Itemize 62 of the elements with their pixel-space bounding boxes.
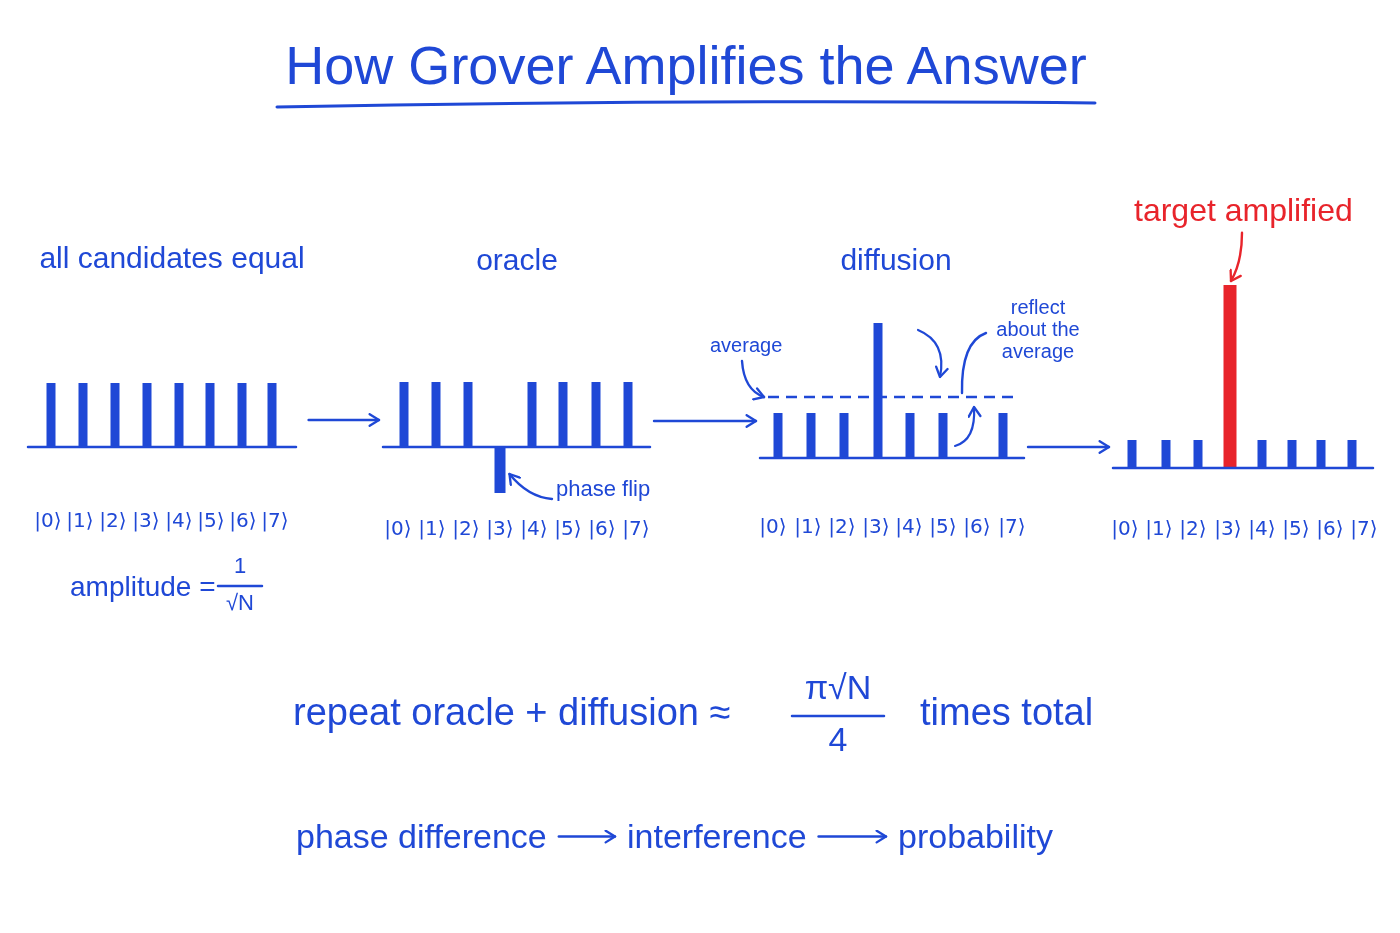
basis-state-label: |1⟩ bbox=[794, 515, 822, 538]
arrow bbox=[1229, 231, 1244, 283]
average-line bbox=[768, 395, 1015, 399]
basis-state-label: |3⟩ bbox=[132, 509, 160, 532]
basis-state-label: |7⟩ bbox=[1350, 517, 1378, 540]
basis-state-label: |2⟩ bbox=[828, 515, 856, 538]
arrow bbox=[508, 472, 554, 501]
arrow bbox=[307, 413, 381, 427]
inverted-bar bbox=[494, 447, 506, 493]
basis-state-label: |0⟩ bbox=[384, 517, 412, 540]
formula-text: repeat oracle + diffusion ≈ bbox=[293, 691, 731, 735]
title: How Grover Amplifies the Answer bbox=[285, 34, 1087, 97]
basis-state-label: |3⟩ bbox=[862, 515, 890, 538]
formula-text: times total bbox=[920, 691, 1094, 735]
leader-line bbox=[960, 331, 988, 395]
arrow bbox=[740, 359, 766, 400]
basis-state-label: |7⟩ bbox=[622, 517, 650, 540]
basis-state-label: |1⟩ bbox=[418, 517, 446, 540]
basis-state-label: |1⟩ bbox=[1145, 517, 1173, 540]
panel-heading: diffusion bbox=[840, 243, 952, 278]
basis-state-label: |6⟩ bbox=[229, 509, 257, 532]
basis-state-label: |1⟩ bbox=[66, 509, 94, 532]
arrow bbox=[652, 414, 758, 428]
basis-state-label: |4⟩ bbox=[520, 517, 548, 540]
flow-step-text: probability bbox=[898, 817, 1053, 857]
basis-state-label: |6⟩ bbox=[963, 515, 991, 538]
fraction-numerator: π√N bbox=[804, 668, 872, 708]
basis-state-label: |6⟩ bbox=[1316, 517, 1344, 540]
basis-state-label: |5⟩ bbox=[1282, 517, 1310, 540]
formula-text: amplitude = bbox=[70, 571, 216, 604]
basis-state-label: |4⟩ bbox=[895, 515, 923, 538]
arrow bbox=[1026, 440, 1111, 454]
fraction-denominator: √N bbox=[226, 590, 254, 616]
panel-heading: all candidates equal bbox=[39, 241, 305, 276]
basis-state-label: |0⟩ bbox=[1111, 517, 1139, 540]
arrow bbox=[817, 829, 888, 844]
annotation-text: average bbox=[710, 334, 783, 357]
highlighted-bar bbox=[1223, 285, 1237, 468]
arrow bbox=[557, 829, 617, 844]
basis-state-label: |2⟩ bbox=[1179, 517, 1207, 540]
fraction-denominator: 4 bbox=[828, 720, 848, 760]
basis-state-label: |4⟩ bbox=[165, 509, 193, 532]
basis-state-label: |7⟩ bbox=[261, 509, 289, 532]
basis-state-label: |0⟩ bbox=[34, 509, 62, 532]
basis-state-label: |2⟩ bbox=[452, 517, 480, 540]
basis-state-label: |5⟩ bbox=[929, 515, 957, 538]
annotation-text: target amplified bbox=[1134, 192, 1353, 229]
fraction-numerator: 1 bbox=[233, 553, 247, 579]
panel-heading: oracle bbox=[476, 243, 558, 278]
annotation-text: reflect about the average bbox=[990, 296, 1086, 362]
annotation-text: phase flip bbox=[556, 476, 651, 502]
basis-state-label: |3⟩ bbox=[1214, 517, 1242, 540]
basis-state-label: |5⟩ bbox=[197, 509, 225, 532]
basis-state-label: |4⟩ bbox=[1248, 517, 1276, 540]
flow-step-text: interference bbox=[627, 817, 807, 857]
basis-state-label: |2⟩ bbox=[99, 509, 127, 532]
basis-state-label: |5⟩ bbox=[554, 517, 582, 540]
basis-state-label: |7⟩ bbox=[998, 515, 1026, 538]
flow-step-text: phase difference bbox=[296, 817, 547, 857]
basis-state-label: |6⟩ bbox=[588, 517, 616, 540]
basis-state-label: |0⟩ bbox=[759, 515, 787, 538]
basis-state-label: |3⟩ bbox=[486, 517, 514, 540]
